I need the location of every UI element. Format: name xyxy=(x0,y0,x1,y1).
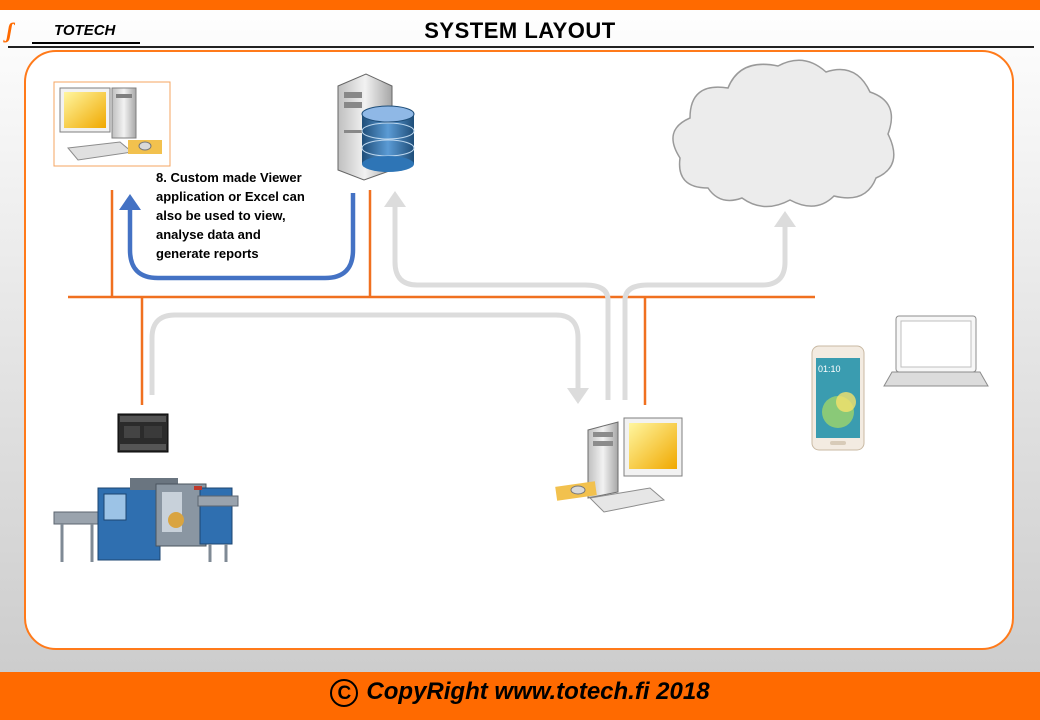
arrow-heads xyxy=(384,191,796,404)
smartphone-icon: 01:10 xyxy=(811,345,865,451)
laptop-icon xyxy=(883,315,989,387)
viewer-note: 8. Custom made Viewer application or Exc… xyxy=(156,170,305,261)
copyright-icon: C xyxy=(330,678,359,707)
copyright-line: C CopyRight www.totech.fi 2018 xyxy=(0,678,1040,707)
workstation-icon xyxy=(555,417,683,513)
plc-icon xyxy=(117,413,169,453)
desktop-computer-icon xyxy=(53,81,171,167)
data-flow-arrows xyxy=(149,205,788,400)
database-server-icon xyxy=(337,73,415,181)
page-title: SYSTEM LAYOUT xyxy=(424,18,616,43)
logo-underline xyxy=(32,42,140,44)
copyright-text: CopyRight www.totech.fi 2018 xyxy=(366,678,710,705)
title-divider xyxy=(8,46,1034,48)
cloud-icon xyxy=(672,59,895,208)
phone-time: 01:10 xyxy=(818,364,841,374)
logo-text: TOTECH xyxy=(54,22,116,39)
totech-logo: ʃ TOTECH xyxy=(6,18,140,46)
logo-mark-icon: ʃ xyxy=(6,18,14,43)
production-machine-icon xyxy=(53,478,239,562)
viewer-blue-arrow xyxy=(119,193,356,281)
footer-bar xyxy=(0,672,1040,720)
network-lines xyxy=(68,190,815,405)
top-accent-bar xyxy=(0,0,1040,10)
